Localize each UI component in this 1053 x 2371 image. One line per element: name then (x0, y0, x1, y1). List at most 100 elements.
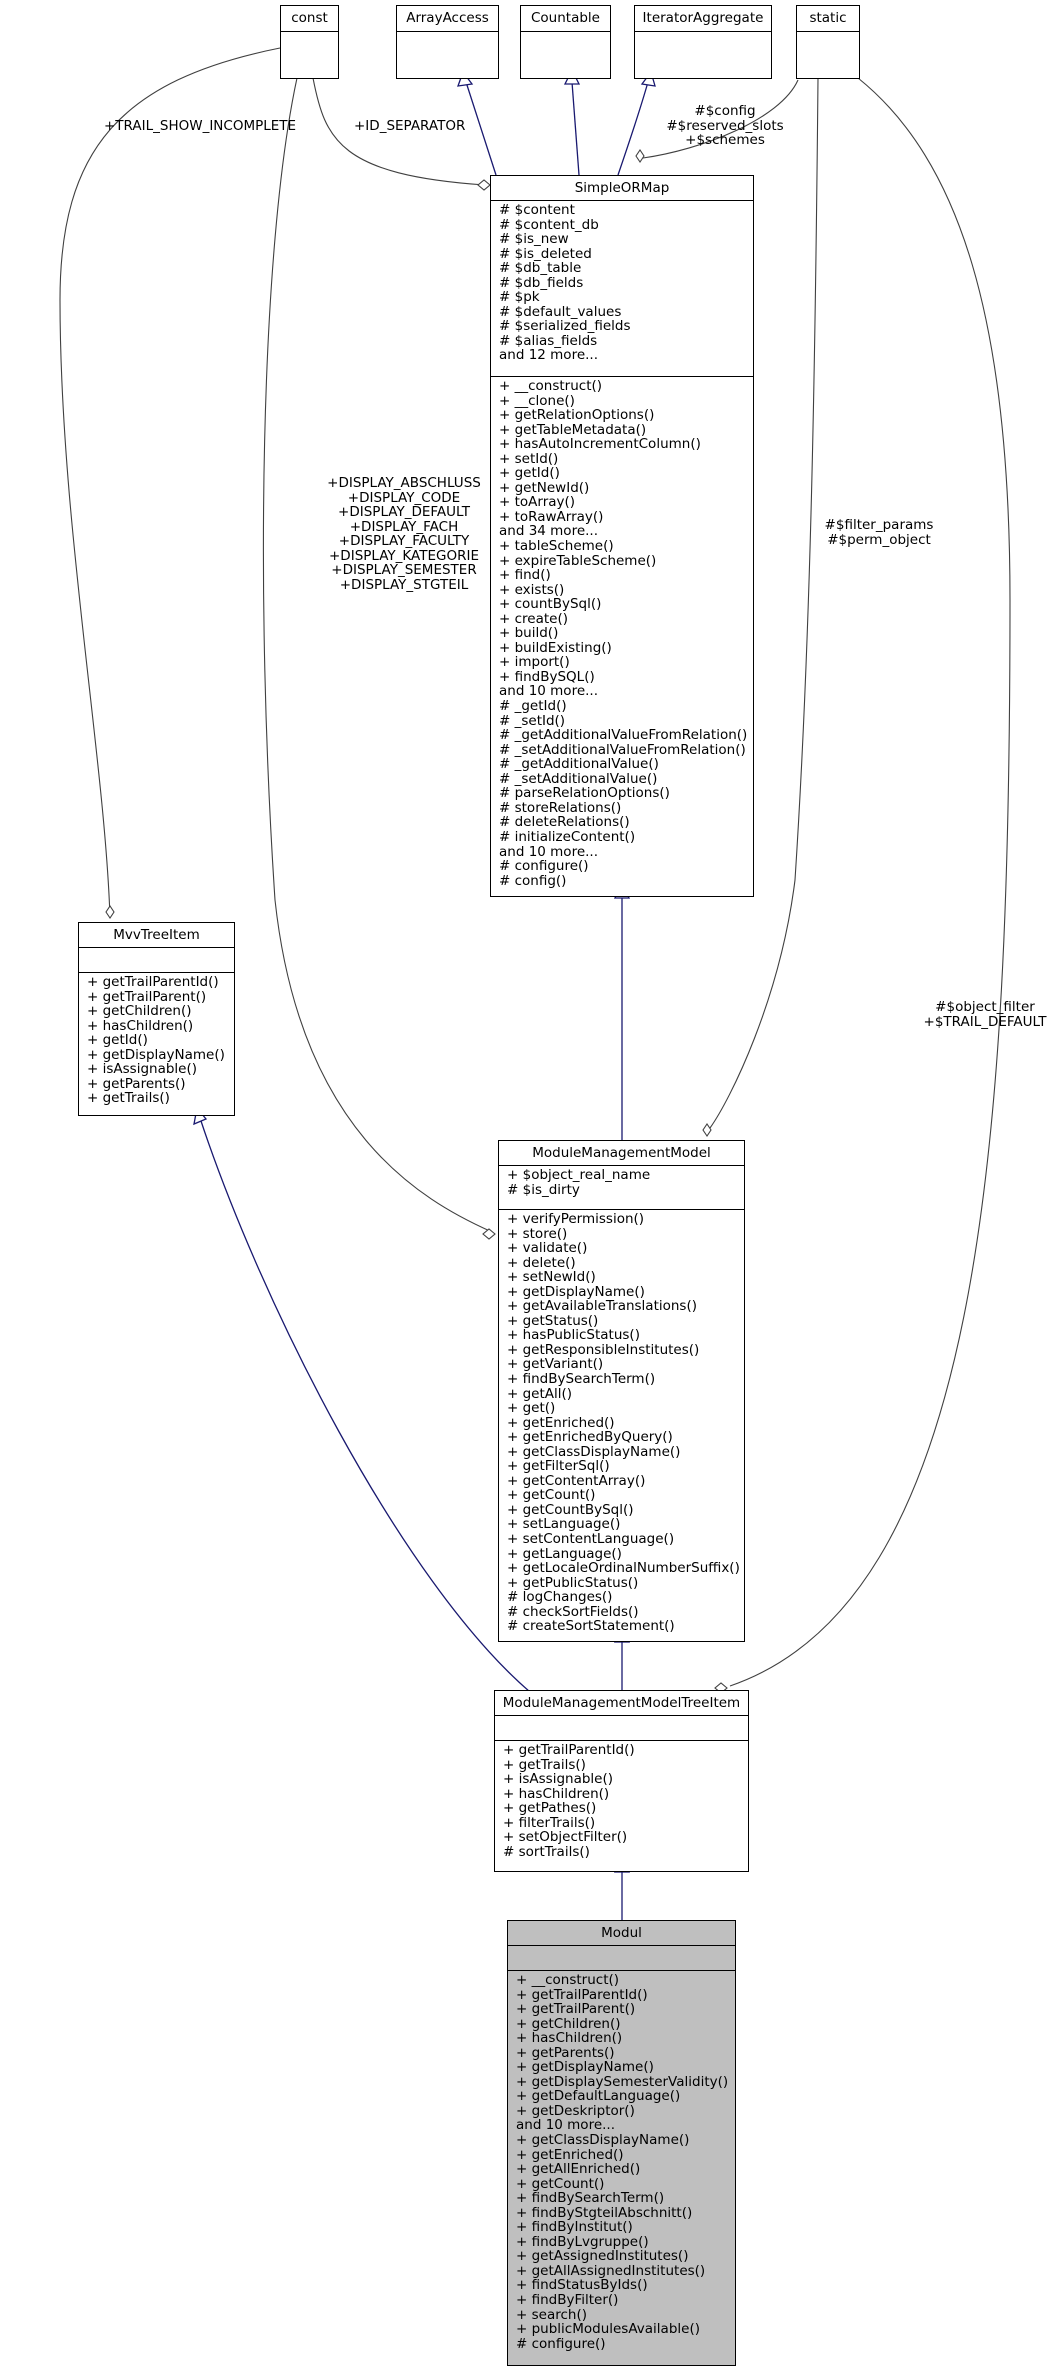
class-name: IteratorAggregate (635, 6, 771, 32)
method-item: + getTrailParentId() (503, 1742, 635, 1758)
edge-label-config-schemes: #$config#$reserved_slots+$schemes (660, 104, 790, 148)
class-name: ArrayAccess (397, 6, 498, 32)
edge-label-line: +DISPLAY_STGTEIL (339, 576, 469, 593)
method-item: # config() (499, 872, 567, 889)
attribute-item: # $default_values (499, 303, 622, 320)
method-item: + getId() (499, 465, 560, 482)
class-box-iteratoraggregate[interactable]: IteratorAggregate (634, 5, 772, 79)
method-item: + getContentArray() (507, 1472, 646, 1489)
method-item: + getAvailableTranslations() (507, 1298, 698, 1315)
method-item: # checkSortFields() (507, 1603, 639, 1620)
edge-label-line: #$filter_params (824, 517, 934, 533)
method-item: + getParents() (516, 2044, 615, 2061)
edge-label-line: #$object_filter (935, 999, 1035, 1015)
methods-section: + getTrailParentId()+ getTrails()+ isAss… (495, 1741, 748, 1862)
attribute-item: # $db_table (499, 260, 582, 277)
method-item: + findByLvgruppe() (516, 2233, 649, 2250)
method-item: + build() (499, 625, 559, 642)
class-box-modulemanagementmodel[interactable]: ModuleManagementModel + $object_real_nam… (498, 1140, 745, 1642)
method-item: + findByInstitut() (516, 2219, 633, 2236)
class-box-modul[interactable]: Modul + __construct()+ getTrailParentId(… (507, 1920, 736, 2366)
method-item: + getTableMetadata() (499, 421, 647, 438)
edge-label-line: #$config (694, 103, 756, 119)
edge-label-line: +DISPLAY_FACULTY (338, 533, 470, 549)
usage-static-modulemanagementmodel (709, 77, 819, 1129)
class-box-static[interactable]: static (796, 5, 860, 79)
edge-label-id-separator: +ID_SEPARATOR (354, 119, 465, 134)
method-item: + getTrails() (503, 1756, 586, 1773)
method-item: + expireTableScheme() (499, 552, 657, 569)
method-item: + get() (507, 1400, 556, 1417)
attribute-item: # $is_new (499, 231, 569, 248)
edge-label-line: +$schemes (685, 132, 765, 148)
method-item: + delete() (507, 1254, 576, 1271)
attribute-item: # $content (499, 202, 575, 218)
empty-attributes (508, 1946, 735, 1971)
method-item: + getAll() (507, 1385, 573, 1402)
diamond-modulemanagementmodel-const (482, 1228, 496, 1240)
usage-const-mvvtreeitem (59, 47, 281, 919)
methods-section: + __construct()+ __clone()+ getRelationO… (491, 377, 753, 891)
method-item: + publicModulesAvailable() (516, 2321, 700, 2338)
edge-label-filter-params: #$filter_params#$perm_object (814, 518, 944, 547)
method-item: + getCount() (516, 2175, 605, 2192)
method-item: + setLanguage() (507, 1516, 621, 1533)
method-item: + getDeskriptor() (516, 2102, 635, 2119)
method-item: + getDefaultLanguage() (516, 2088, 681, 2105)
empty-attributes (397, 32, 498, 57)
method-item: + hasChildren() (87, 1017, 194, 1034)
usage-const-modulemanagementmodel (262, 77, 493, 1233)
method-item: + getAssignedInstitutes() (516, 2248, 689, 2265)
class-box-countable[interactable]: Countable (520, 5, 611, 79)
method-item: + __clone() (499, 392, 575, 409)
method-item: + getLanguage() (507, 1545, 622, 1562)
edge-label-line: #$perm_object (827, 531, 931, 548)
method-item: + getAllAssignedInstitutes() (516, 2262, 706, 2279)
attribute-item: and 12 more... (499, 347, 599, 364)
class-name: SimpleORMap (491, 176, 753, 201)
attribute-item: # $pk (499, 289, 540, 306)
method-item: and 10 more... (516, 2117, 616, 2134)
method-item: + setObjectFilter() (503, 1829, 628, 1846)
method-item: + setId() (499, 450, 559, 467)
edge-label-line: +ID_SEPARATOR (354, 118, 466, 134)
method-item: # _getId() (499, 698, 567, 715)
method-item: + findBySearchTerm() (507, 1371, 656, 1388)
class-box-const[interactable]: const (280, 5, 339, 79)
class-box-arrayaccess[interactable]: ArrayAccess (396, 5, 499, 79)
class-name: ModuleManagementModel (499, 1141, 744, 1166)
method-item: + getClassDisplayName() (507, 1443, 681, 1460)
class-box-simpleormap[interactable]: SimpleORMap # $content# $content_db# $is… (490, 175, 754, 897)
inheritance-arrayaccess-simpleormap (465, 81, 497, 176)
methods-section: + verifyPermission()+ store()+ validate(… (499, 1210, 744, 1637)
edge-label-line: +DISPLAY_ABSCHLUSS (327, 475, 481, 491)
method-item: # configure() (516, 2335, 606, 2352)
method-item: + getDisplayName() (87, 1046, 225, 1063)
empty-attributes (521, 32, 610, 57)
method-item: + getClassDisplayName() (516, 2132, 690, 2149)
edge-label-line: +TRAIL_SHOW_INCOMPLETE (104, 118, 297, 134)
method-item: + isAssignable() (87, 1061, 197, 1078)
method-item: # logChanges() (507, 1589, 613, 1606)
method-item: and 10 more... (499, 683, 599, 700)
method-item: + getCount() (507, 1487, 596, 1504)
class-box-mvvtreeitem[interactable]: MvvTreeItem + getTrailParentId()+ getTra… (78, 922, 235, 1116)
class-box-modulemanagementmodeltreeitem[interactable]: ModuleManagementModelTreeItem + getTrail… (494, 1690, 749, 1872)
attributes-section: # $content# $content_db# $is_new# $is_de… (491, 201, 753, 377)
attribute-item: # $alias_fields (499, 332, 598, 349)
attribute-item: # $content_db (499, 216, 599, 233)
method-item: + search() (516, 2306, 587, 2323)
method-item: + getDisplayName() (507, 1283, 645, 1300)
method-item: + getPathes() (503, 1800, 597, 1817)
method-item: + findByFilter() (516, 2292, 619, 2309)
method-item: # storeRelations() (499, 799, 622, 816)
diamond-mvvtreeitem (105, 905, 115, 919)
method-item: # sortTrails() (503, 1843, 590, 1860)
method-item: + getStatus() (507, 1312, 599, 1329)
inheritance-mvvtreeitem-treeitem (199, 1117, 531, 1693)
empty-attributes (495, 1716, 748, 1741)
method-item: + getLocaleOrdinalNumberSuffix() (507, 1560, 740, 1577)
method-item: and 10 more... (499, 843, 599, 860)
edge-label-line: +$TRAIL_DEFAULT (923, 1013, 1047, 1030)
method-item: + getEnrichedByQuery() (507, 1429, 673, 1446)
